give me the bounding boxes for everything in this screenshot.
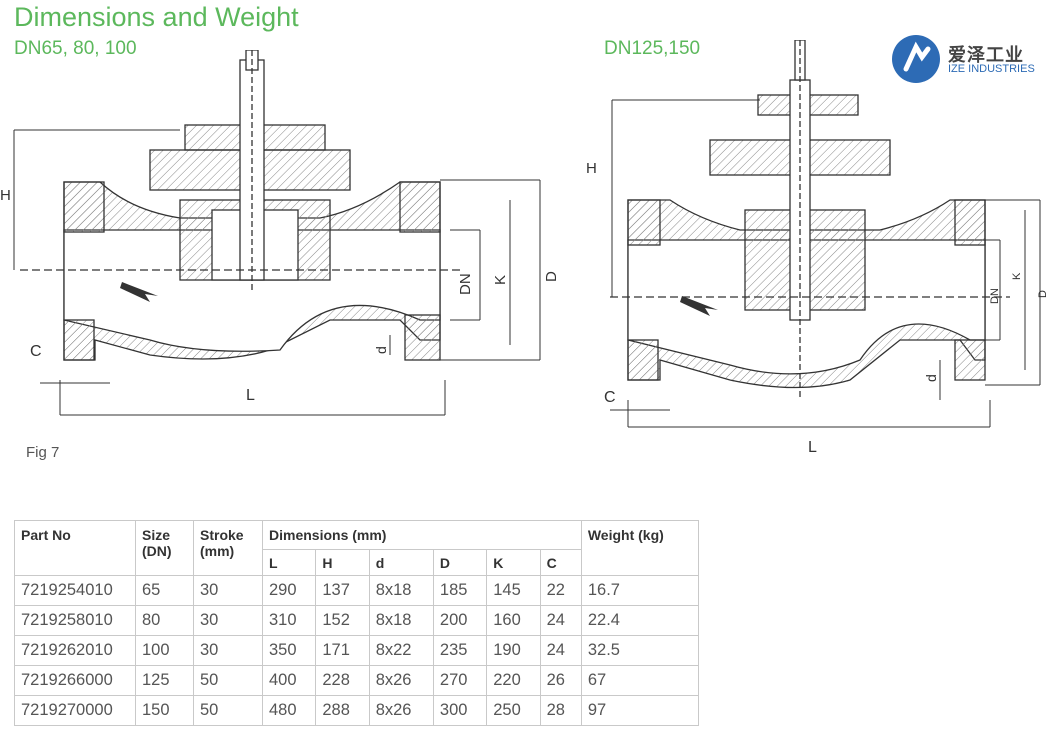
cell: 7219270000 — [14, 695, 136, 726]
cell: 32.5 — [580, 635, 700, 666]
right-dim-H: H — [586, 160, 597, 177]
col-D: D — [432, 549, 488, 576]
left-dim-H: H — [0, 187, 11, 204]
cell: 7219266000 — [14, 665, 136, 696]
cell: 22 — [539, 575, 582, 606]
cell: 137 — [315, 575, 370, 606]
cell: 300 — [432, 695, 488, 726]
cell: 67 — [580, 665, 700, 696]
left-dim-K: K — [492, 275, 509, 285]
valve-drawing-large: H C L DN K D d — [586, 40, 1049, 456]
left-dim-C: C — [30, 343, 42, 360]
cell: 80 — [135, 605, 194, 636]
right-dim-K: K — [1011, 272, 1023, 280]
right-dim-D: D — [1037, 290, 1049, 298]
cell: 24 — [539, 635, 582, 666]
subtitle-dn65-100: DN65, 80, 100 — [14, 38, 137, 59]
cell: 7219262010 — [14, 635, 136, 666]
cell: 22.4 — [580, 605, 700, 636]
table-subheader-row: L H d D K C — [15, 549, 699, 576]
cell: 152 — [315, 605, 370, 636]
cell: 16.7 — [580, 575, 700, 606]
dimensions-table: Part No Size (DN) Stroke (mm) Dimensions… — [14, 520, 700, 726]
cell: 8x22 — [368, 635, 434, 666]
left-dim-D: D — [543, 271, 560, 282]
flow-arrow-icon-left — [120, 282, 158, 302]
left-dim-DN: DN — [457, 273, 474, 295]
cell: 350 — [261, 635, 317, 666]
valve-drawing-small: H C L DN K D d — [0, 50, 560, 416]
col-stroke: Stroke (mm) — [193, 520, 263, 576]
col-C: C — [539, 549, 582, 576]
cell: 235 — [432, 635, 488, 666]
table-header-row: Part No Size (DN) Stroke (mm) Dimensions… — [14, 520, 700, 576]
cell: 8x26 — [368, 695, 434, 726]
cell: 145 — [486, 575, 541, 606]
col-dimensions: Dimensions (mm) — [262, 520, 582, 550]
cell: 150 — [135, 695, 194, 726]
cell: 290 — [261, 575, 317, 606]
flow-arrow-icon-right — [680, 296, 718, 316]
col-L: L — [261, 549, 317, 576]
cell: 8x18 — [368, 605, 434, 636]
cell: 8x26 — [368, 665, 434, 696]
logo-mark-icon — [892, 35, 940, 83]
cell: 97 — [580, 695, 700, 726]
right-dim-d: d — [923, 374, 939, 382]
cell: 8x18 — [368, 575, 434, 606]
cell: 250 — [486, 695, 541, 726]
logo-english-text: IZE INDUSTRIES — [948, 63, 1035, 75]
right-dim-DN: DN — [989, 288, 1001, 304]
cell: 50 — [193, 665, 263, 696]
cell: 270 — [432, 665, 488, 696]
cell: 26 — [539, 665, 582, 696]
cell: 160 — [486, 605, 541, 636]
col-K: K — [486, 549, 541, 576]
cell: 100 — [135, 635, 194, 666]
cell: 125 — [135, 665, 194, 696]
col-weight: Weight (kg) — [580, 520, 700, 576]
cell: 220 — [486, 665, 541, 696]
col-d: d — [368, 549, 434, 576]
subtitle-dn125-150: DN125,150 — [604, 38, 701, 59]
left-dim-d: d — [373, 346, 389, 354]
col-size: Size (DN) — [135, 520, 194, 576]
cell: 228 — [315, 665, 370, 696]
company-logo: 爱泽工业 IZE INDUSTRIES — [892, 35, 1042, 85]
cell: 7219258010 — [14, 605, 136, 636]
cell: 30 — [193, 635, 263, 666]
col-part-no: Part No — [14, 520, 136, 576]
right-dim-L: L — [808, 439, 817, 456]
left-dim-L: L — [246, 387, 255, 404]
logo-chinese-text: 爱泽工业 — [948, 45, 1024, 65]
cell: 30 — [193, 605, 263, 636]
cell: 65 — [135, 575, 194, 606]
cell: 288 — [315, 695, 370, 726]
page-title: Dimensions and Weight — [14, 2, 299, 32]
figure-caption: Fig 7 — [26, 444, 60, 461]
cell: 310 — [261, 605, 317, 636]
cell: 200 — [432, 605, 488, 636]
cell: 50 — [193, 695, 263, 726]
cell: 190 — [486, 635, 541, 666]
cell: 24 — [539, 605, 582, 636]
cell: 480 — [261, 695, 317, 726]
col-H: H — [315, 549, 370, 576]
cell: 171 — [315, 635, 370, 666]
cell: 400 — [261, 665, 317, 696]
right-dim-C: C — [604, 389, 616, 406]
cell: 185 — [432, 575, 488, 606]
cell: 28 — [539, 695, 582, 726]
cell: 30 — [193, 575, 263, 606]
cell: 7219254010 — [14, 575, 136, 606]
